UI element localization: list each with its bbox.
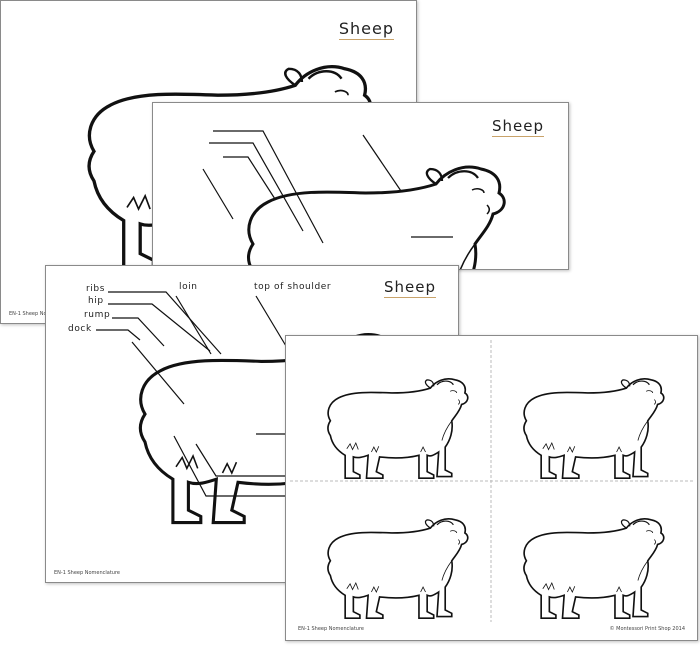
worksheet-sheep-control: Sheep — [152, 102, 569, 270]
page-title: Sheep — [491, 117, 544, 137]
label-lines — [96, 291, 306, 497]
sheep-card-2 — [523, 377, 665, 480]
footer-text: EN-1 Sheep Nomenclature — [54, 570, 121, 576]
label-dock: dock — [68, 324, 92, 334]
sheep-card-4 — [523, 517, 665, 620]
footer-right: © Montessori Print Shop 2014 — [609, 626, 685, 632]
footer-text: EN-1 Sheep Nomenclature — [9, 311, 76, 317]
sheep-illustration — [247, 165, 506, 269]
page-title: Sheep — [383, 278, 436, 298]
page-title: Sheep — [338, 19, 394, 40]
label-lines — [202, 130, 453, 244]
footer-left: EN-1 Sheep Nomenclature — [298, 626, 365, 632]
label-hip: hip — [88, 296, 104, 306]
picture-cards-sheet: EN-1 Sheep Nomenclature © Montessori Pri… — [285, 335, 698, 641]
label-loin: loin — [179, 282, 198, 292]
label-ribs: ribs — [86, 284, 106, 294]
sheep-card-1 — [327, 377, 469, 480]
label-rump: rump — [84, 310, 111, 320]
sheep-card-3 — [327, 517, 469, 620]
label-top-of-shoulder: top of shoulder — [254, 282, 332, 292]
